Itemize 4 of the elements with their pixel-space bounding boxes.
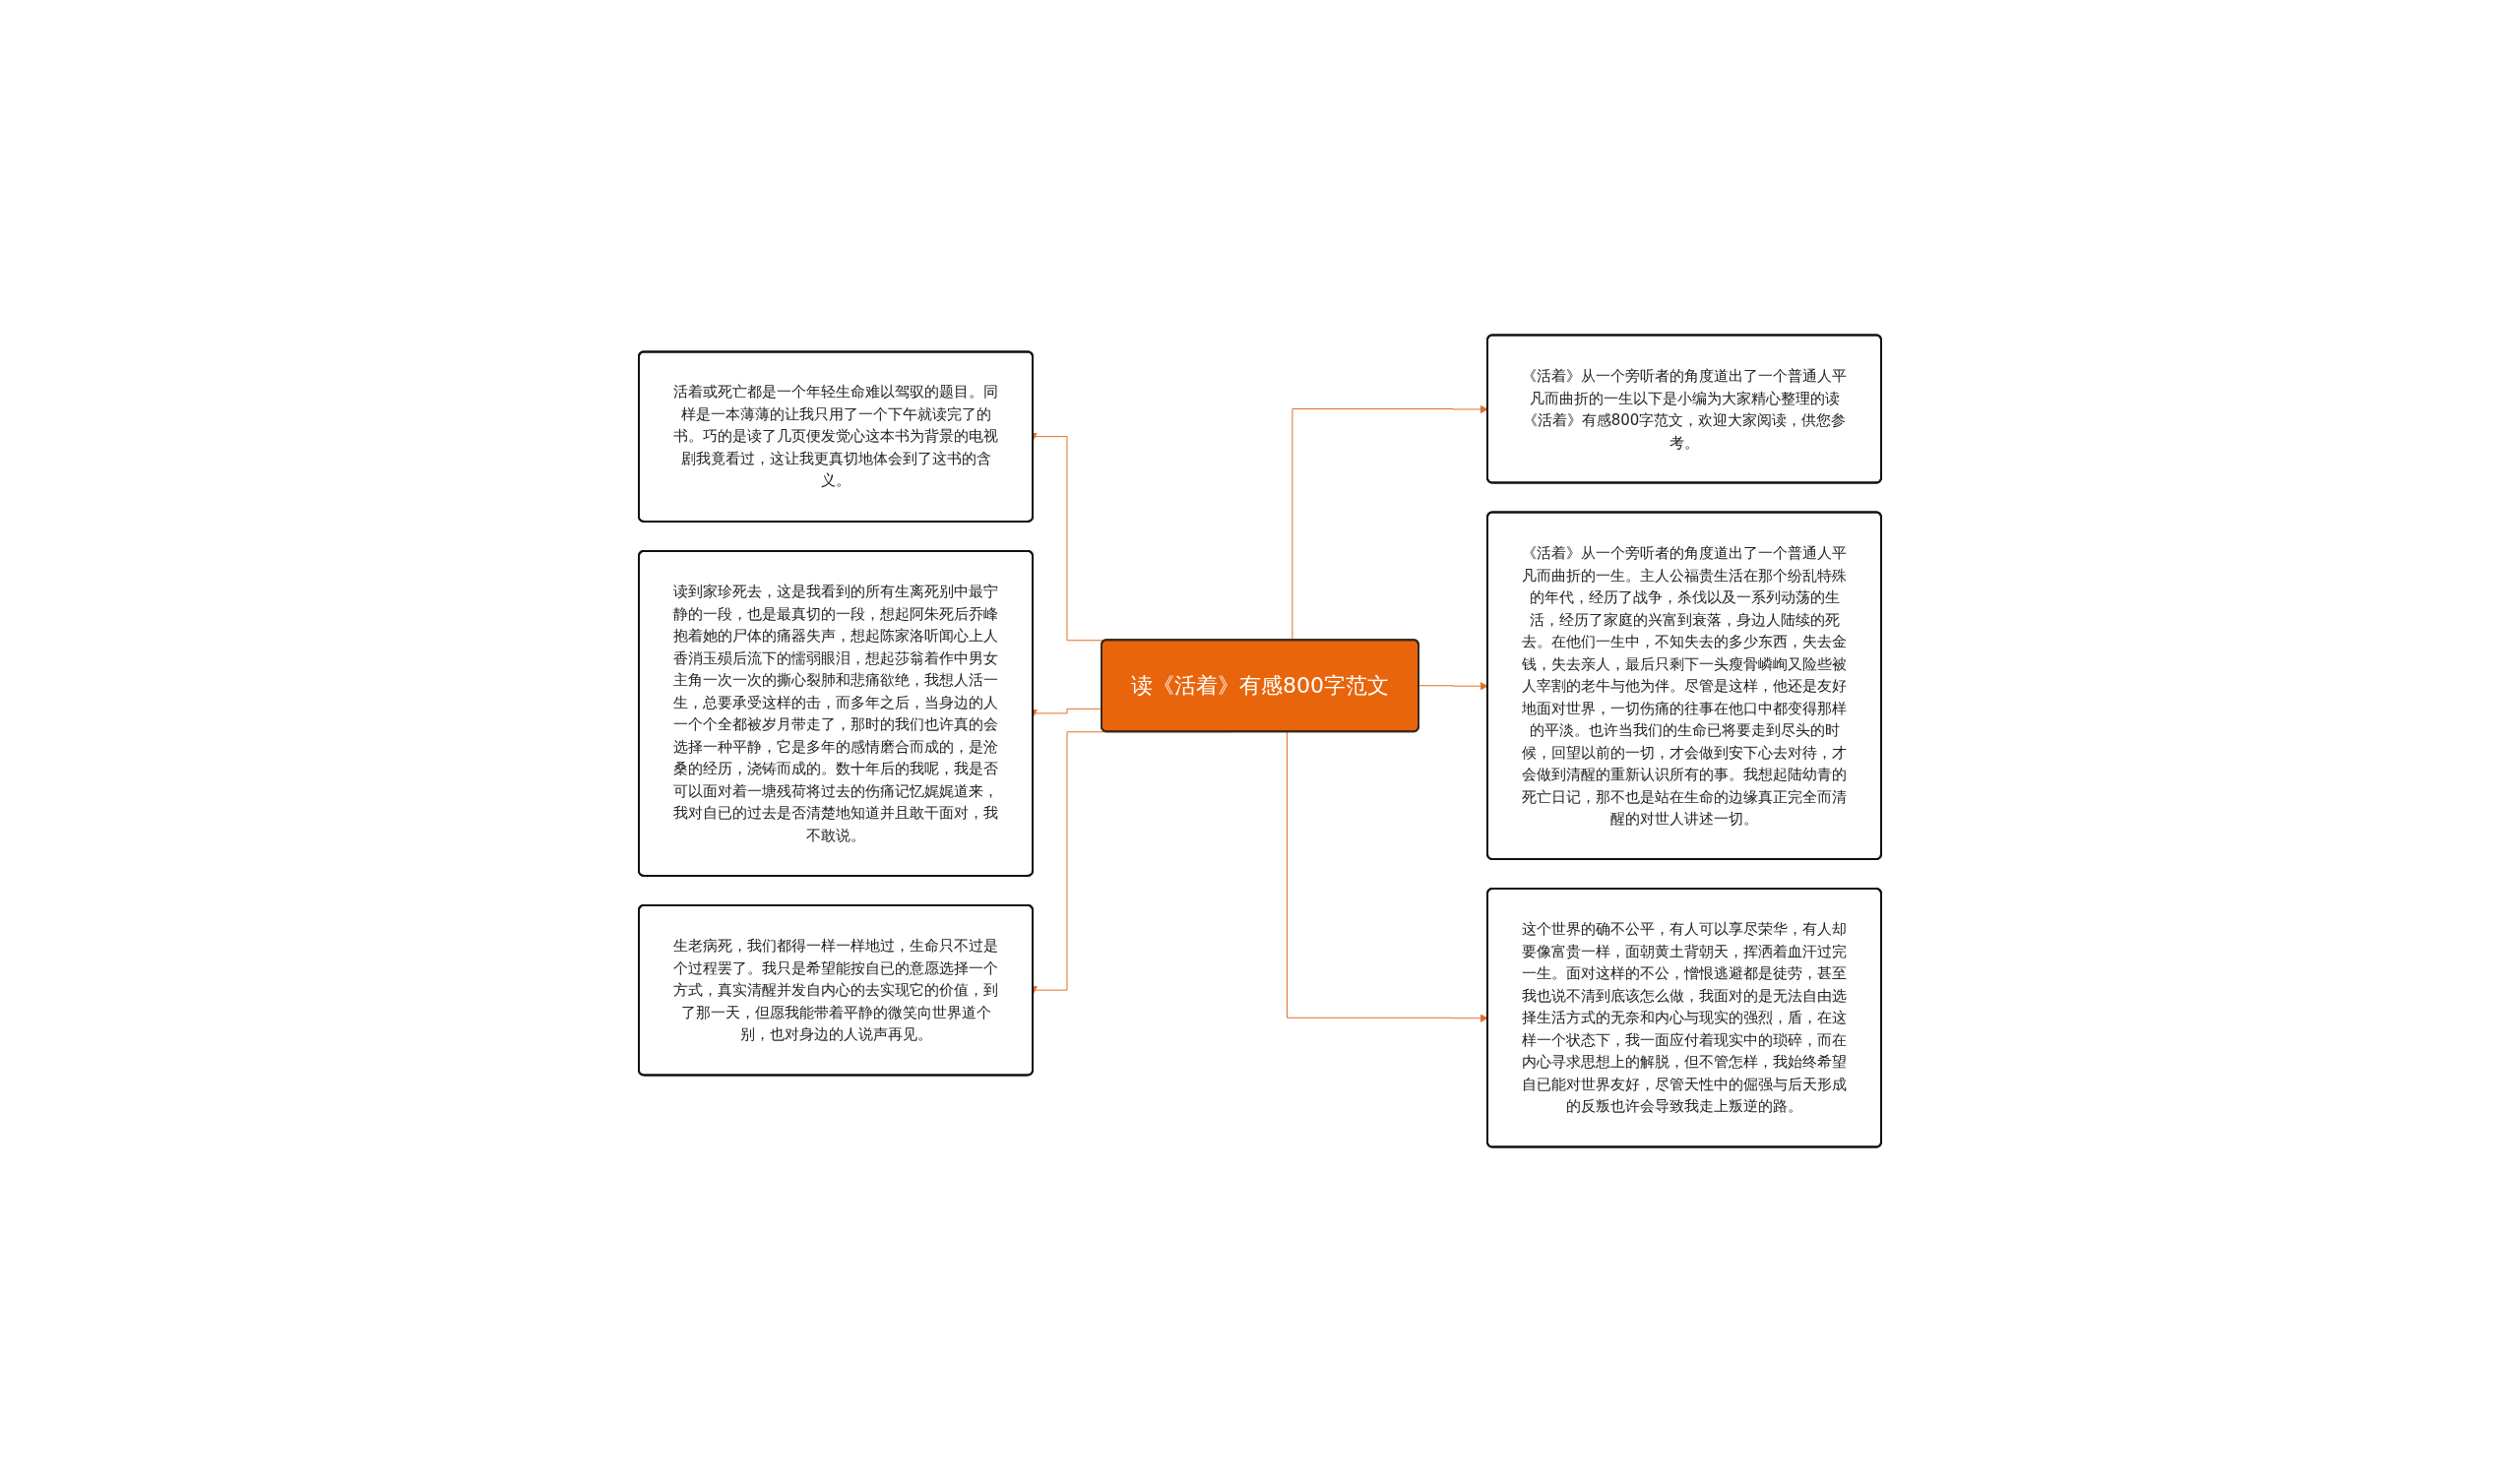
arrow xyxy=(1292,404,1488,642)
arrow xyxy=(1287,731,1488,1023)
node-text: 读到家珍死去，这是我看到的所有生离死别中最宁静的一段，也是最真切的一段，想起阿朱死后乔峰抱着她的尸体的痛器失声，想起陈家洛听闻心上人香消玉殒后流下的懦弱眼泪，想起莎翁着作中男女主角一次一次的撕心裂肺和悲痛欲绝，我想人活一生，总要承受这样的击，而多年之后，当身边的人一个个全都被岁月带走了，那时的我们也许真的会选择一种平静，它是多年的感情磨合而成的，是沧桑的经历，浇铸而成的。数十年后的我呢，我是否可以面对着一塘残荷将过去的伤痛记忆娓娓道来，我对自已的过去是否清楚地知道并且敢干面对，我不敢说。 xyxy=(673,582,998,844)
arrow xyxy=(1418,681,1488,691)
